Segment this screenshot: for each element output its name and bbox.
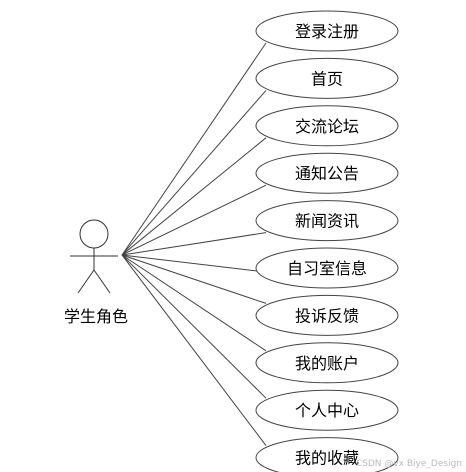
use-case-item: 登录注册	[255, 10, 399, 52]
connector-line	[121, 137, 267, 256]
use-case-item: 自习室信息	[255, 247, 399, 289]
watermark-text: CSDN @vx Biye_Design	[356, 459, 462, 469]
connector-line	[121, 254, 267, 273]
use-case-ellipse	[255, 437, 399, 472]
use-case-item: 投诉反馈	[255, 294, 399, 336]
actor-head-icon	[79, 219, 109, 249]
actor-label: 学生角色	[64, 307, 128, 326]
use-case-item: 我的账户	[255, 342, 399, 384]
use-case-ellipse	[255, 152, 399, 194]
use-case-item: 我的收藏	[255, 437, 399, 472]
use-case-label: 我的账户	[295, 354, 359, 373]
use-case-label: 自习室信息	[287, 259, 367, 278]
use-case-ellipse	[255, 10, 399, 52]
actor-figure	[70, 219, 118, 294]
connector-line	[121, 254, 267, 352]
connector-line	[121, 254, 267, 304]
use-case-ellipse	[255, 57, 399, 99]
connector-line	[121, 254, 267, 446]
connector-line	[121, 90, 267, 256]
use-case-item: 新闻资讯	[255, 200, 399, 242]
use-case-item: 首页	[255, 57, 399, 99]
use-case-ellipse	[255, 247, 399, 289]
use-case-label: 个人中心	[295, 401, 359, 420]
use-case-item: 交流论坛	[255, 105, 399, 147]
actor-right-leg	[93, 269, 111, 294]
use-case-label: 我的收藏	[295, 449, 359, 468]
use-case-label: 首页	[311, 69, 343, 88]
use-case-label: 交流论坛	[295, 117, 359, 136]
use-case-label: 登录注册	[295, 22, 359, 41]
use-case-ellipse	[255, 294, 399, 336]
use-case-ellipse	[255, 105, 399, 147]
use-case-label: 通知公告	[295, 164, 359, 183]
use-case-ellipse	[255, 342, 399, 384]
use-case-item: 个人中心	[255, 389, 399, 431]
use-case-ellipse	[255, 200, 399, 242]
connector-line	[121, 254, 267, 399]
use-case-label: 投诉反馈	[295, 306, 359, 325]
connector-line	[121, 184, 267, 256]
actor-left-leg	[77, 269, 95, 294]
connector-lines	[121, 42, 267, 446]
connector-line	[121, 42, 267, 256]
connector-line	[121, 232, 267, 256]
use-case-item: 通知公告	[255, 152, 399, 194]
use-case-label: 新闻资讯	[295, 212, 359, 231]
use-case-ellipse	[255, 389, 399, 431]
